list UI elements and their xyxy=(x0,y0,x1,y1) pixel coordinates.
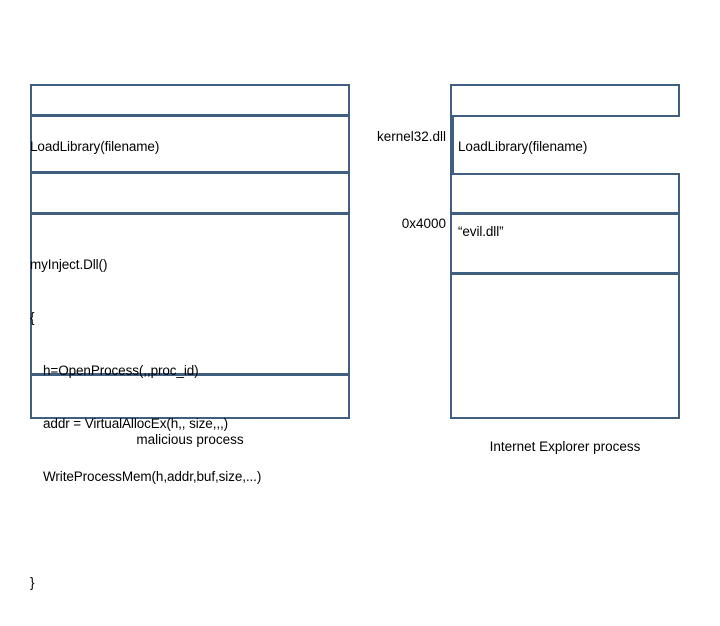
malicious-memory-cell-bottom xyxy=(30,374,350,419)
ie-injected-string-label: “evil.dll” xyxy=(458,224,504,239)
ie-memory-cell-loadlibrary xyxy=(450,116,454,174)
code-line-4: addr = VirtualAllocEx(h,, size,,,) xyxy=(43,416,229,431)
ie-memory-cell-top xyxy=(450,84,680,117)
ie-loadlibrary-label: LoadLibrary(filename) xyxy=(458,139,588,154)
internet-explorer-process-caption: Internet Explorer process xyxy=(489,439,641,454)
code-blank-line xyxy=(30,520,360,539)
malicious-memory-cell-gap xyxy=(30,172,350,214)
code-line-3: h=OpenProcess(,,proc_id) xyxy=(43,363,199,378)
code-line-5: WriteProcessMem(h,addr,buf,size,...) xyxy=(43,469,262,484)
malicious-memory-cell-loadlibrary xyxy=(30,115,350,173)
ie-memory-cell-bottom xyxy=(450,273,680,419)
memory-address-label: 0x4000 xyxy=(401,216,446,231)
malicious-memory-cell-top xyxy=(30,84,350,116)
dll-injection-diagram: LoadLibrary(filename) myInject.Dll() { h… xyxy=(30,84,680,590)
malicious-loadlibrary-label: LoadLibrary(filename) xyxy=(30,139,160,154)
code-line-6: } xyxy=(30,575,35,590)
code-line-1: myInject.Dll() xyxy=(30,257,108,272)
kernel32-module-label: kernel32.dll xyxy=(376,129,446,144)
malicious-code-block: myInject.Dll() { h=OpenProcess(,,proc_id… xyxy=(30,221,360,626)
ie-memory-cell-gap xyxy=(450,173,680,214)
malicious-memory-cell-code xyxy=(30,213,350,375)
malicious-process-caption: malicious process xyxy=(136,432,244,447)
code-line-2: { xyxy=(30,310,35,325)
